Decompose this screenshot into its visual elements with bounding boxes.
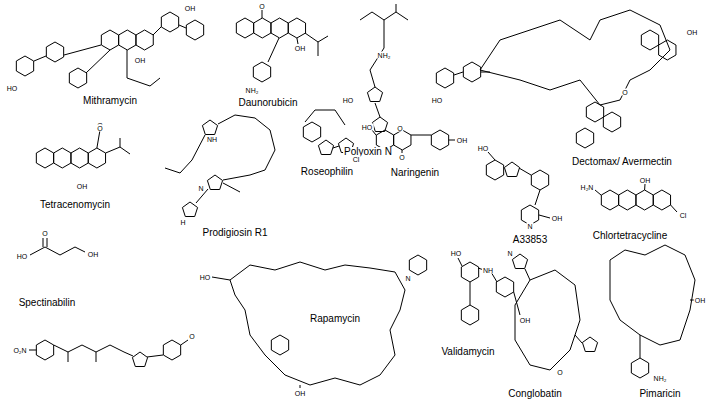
atom-label: OH <box>639 177 652 184</box>
atom-label: NH <box>206 136 218 143</box>
compound-name: Daunorubicin <box>238 98 299 108</box>
compound-name: Chlortetracycline <box>592 231 668 241</box>
atom-label: O₂N <box>12 347 27 354</box>
atom-label: HO <box>450 250 463 257</box>
atom-label: O <box>258 3 265 10</box>
atom-label: O <box>188 333 195 340</box>
compound-name: Pimaricin <box>638 389 681 399</box>
atom-label: HO <box>16 253 29 260</box>
atom-label: O <box>396 125 403 132</box>
atom-label: O <box>621 89 628 96</box>
atom-label: HO <box>6 85 19 92</box>
atom-label: H₂N <box>580 184 595 191</box>
compound-name: Conglobatin <box>507 389 562 399</box>
compound-name: Rapamycin <box>309 314 361 324</box>
atom-label: OH <box>87 251 100 258</box>
atom-label: OH <box>184 5 197 12</box>
atom-label: NH₂ <box>377 52 392 59</box>
atom-label: O <box>96 125 103 132</box>
compound-name: Validamycin <box>440 347 495 357</box>
atom-label: NH₂ <box>653 375 668 382</box>
atom-label: N <box>526 223 533 230</box>
atom-label: OH <box>551 215 564 222</box>
compound-name: Polyoxin N <box>343 147 393 157</box>
atom-label: Cl <box>679 212 688 219</box>
compound-name: Mithramycin <box>82 96 138 106</box>
atom-label: Cl <box>352 156 361 163</box>
atom-label: HO <box>342 97 355 104</box>
atom-label: O <box>556 369 563 376</box>
atom-label: O <box>41 230 48 237</box>
atom-label: OH <box>694 297 707 304</box>
atom-label: NH₂ <box>245 87 260 94</box>
atom-label: OH <box>134 57 147 64</box>
atom-label: HO <box>361 124 374 131</box>
atom-label: H <box>179 219 186 226</box>
compound-name: Prodigiosin R1 <box>201 228 268 238</box>
atom-label: N <box>404 275 411 282</box>
atom-label: HO <box>199 274 212 281</box>
atom-label: NH <box>482 267 494 274</box>
atom-label: OH <box>519 317 532 324</box>
compound-name: A33853 <box>512 235 548 245</box>
atom-label: O <box>398 154 405 161</box>
atom-label: N <box>197 185 204 192</box>
atom-label: OH <box>294 390 307 397</box>
atom-label: N <box>506 250 513 257</box>
atom-label: HO <box>431 97 444 104</box>
compound-name: Spectinabilin <box>18 298 77 308</box>
compound-name: Tetracenomycin <box>39 200 111 210</box>
compound-name: Naringenin <box>390 168 440 178</box>
atom-label: OH <box>76 183 89 190</box>
atom-label: OH <box>456 137 469 144</box>
atom-label: OH <box>686 29 699 36</box>
atom-label: HO <box>477 145 490 152</box>
compound-name: Dectomax/ Avermectin <box>571 157 673 167</box>
compound-name: Roseophilin <box>300 167 354 177</box>
atom-label: OH <box>294 45 307 52</box>
